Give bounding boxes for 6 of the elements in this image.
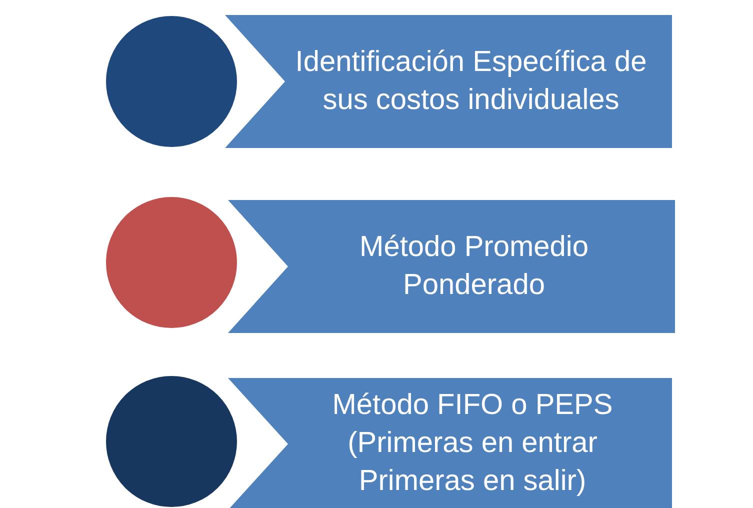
banner-text: Identificación Específica de sus costos individuales bbox=[294, 44, 648, 118]
banner-text: Método Promedio Ponderado bbox=[358, 230, 590, 302]
banner-shape bbox=[225, 15, 672, 148]
banner-shape bbox=[228, 200, 675, 333]
banner-text: Método FIFO o PEPS (Primeras en entrar Primeras en salir) bbox=[331, 388, 614, 499]
banner-shape bbox=[228, 378, 672, 508]
